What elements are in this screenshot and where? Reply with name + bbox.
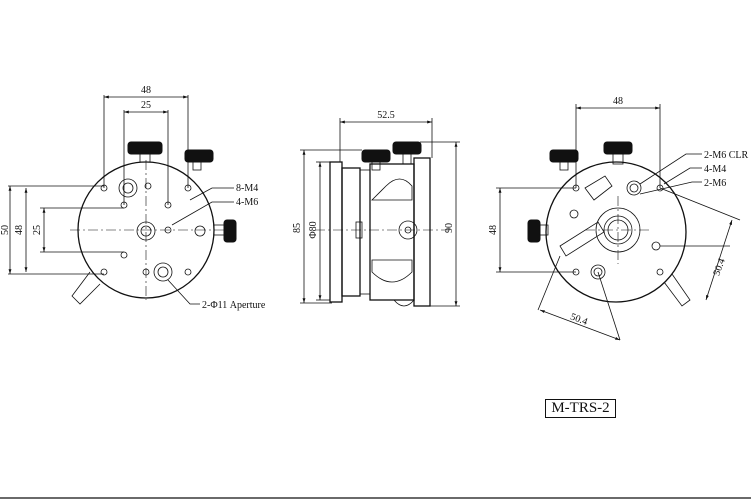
side-knob-left	[361, 149, 391, 163]
rear-knob-left	[549, 149, 579, 163]
callout-aperture: 2-Φ11 Aperture	[202, 300, 266, 311]
front-dim-left-outer: 50	[0, 225, 11, 235]
front-dim-left-inner: 25	[32, 225, 43, 235]
side-knob-front	[223, 219, 237, 243]
rear-view: 48 48 50.4 50.4 2-M6 CLR 4-M4 2-M6	[488, 96, 749, 341]
side-knob-right	[392, 141, 422, 155]
side-dim-85: 85	[292, 223, 303, 233]
rear-dim-left: 48	[488, 225, 499, 235]
side-view: 52.5 85 Φ80 90	[292, 110, 460, 307]
side-dim-width: 52.5	[377, 110, 395, 121]
aperture-top	[118, 178, 138, 198]
top-knob-front	[127, 141, 163, 155]
rear-body-circle	[545, 161, 687, 303]
front-view: 48 25 50 48 25 8-M4 4-M6 2-Φ11 Aperture	[0, 85, 266, 311]
front-dim-top-outer: 48	[141, 85, 151, 96]
callout-rear-2m6: 2-M6	[704, 178, 726, 189]
callout-m6-clr: 2-M6 CLR	[704, 150, 749, 161]
rear-side-knob	[527, 219, 541, 243]
front-dim-left-mid: 48	[14, 225, 25, 235]
callout-4m6: 4-M6	[236, 197, 258, 208]
model-label: M-TRS-2	[545, 399, 616, 418]
rear-dim-diag-bottom: 50.4	[569, 311, 589, 327]
callout-rear-4m4: 4-M4	[704, 164, 726, 175]
callout-8m4: 8-M4	[236, 183, 258, 194]
side-dim-80: Φ80	[308, 221, 319, 238]
side-front-plate	[329, 161, 343, 303]
rear-dim-diag-right: 50.4	[711, 257, 727, 277]
center-adjuster	[136, 221, 156, 241]
rear-knob-right	[603, 141, 633, 155]
rear-dim-top: 48	[613, 96, 623, 107]
front-dim-top-inner: 25	[141, 100, 151, 111]
top-knob-front-right	[184, 149, 214, 163]
aperture-bottom	[153, 262, 173, 282]
side-dim-90: 90	[444, 223, 455, 233]
